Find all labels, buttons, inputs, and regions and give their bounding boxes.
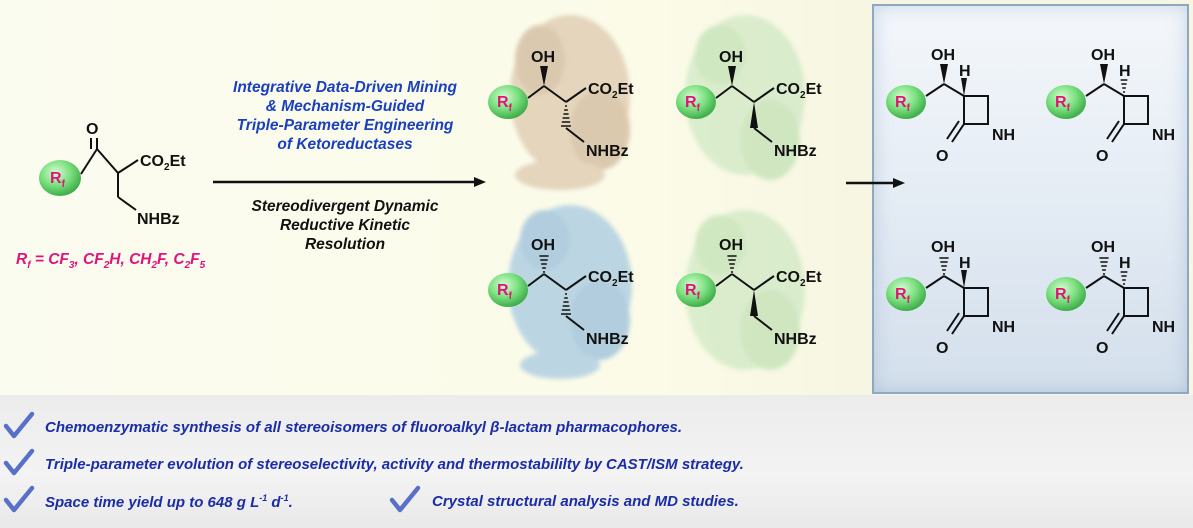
rf-group-bubble (488, 85, 528, 119)
beta-lactam-molecule: Rf OHH NH O (1046, 239, 1175, 357)
rf-group-bubble (39, 160, 81, 196)
feature-item: Chemoenzymatic synthesis of all stereois… (45, 419, 683, 436)
rf-group-bubble (676, 85, 716, 119)
intermediate-amide: NHBz (586, 331, 629, 348)
beta-lactam-molecule: Rf OHH NH O (1046, 47, 1175, 165)
hydroxyl-label: OH (1091, 239, 1115, 256)
lactam-nh: NH (1152, 319, 1175, 336)
hydroxyl-label: OH (931, 239, 955, 256)
reaction-conditions-bottom: Stereodivergent Dynamic Reductive Kineti… (200, 197, 490, 254)
condition-line: Resolution (304, 236, 386, 253)
condition-line: & Mechanism-Guided (265, 98, 425, 115)
intermediate-ester: CO2Et (588, 269, 634, 289)
rf-group-bubble (488, 273, 528, 307)
rf-group-bubble (1046, 277, 1086, 311)
rf-label: Rf (1055, 94, 1071, 114)
intermediate-amide: NHBz (774, 331, 817, 348)
carbonyl-oxygen: O (86, 121, 98, 138)
feature-item: Triple-parameter evolution of stereosele… (45, 456, 744, 473)
enzyme-structure-tan (510, 15, 630, 190)
cyclization-arrow (846, 178, 905, 188)
hydrogen-label: H (959, 255, 971, 272)
rf-group-bubble (1046, 85, 1086, 119)
substrate-amide: NHBz (137, 211, 180, 228)
hydroxyl-label: OH (531, 49, 555, 66)
beta-lactam-molecule: Rf OHH NH O (886, 47, 1015, 165)
rf-group-bubble (886, 277, 926, 311)
lactam-carbonyl-oxygen: O (1096, 148, 1108, 165)
condition-line: Integrative Data-Driven Mining (233, 79, 457, 96)
lactam-carbonyl-oxygen: O (936, 340, 948, 357)
hydroxyl-label: OH (531, 237, 555, 254)
rf-label: Rf (685, 94, 701, 114)
substrate-ester: CO2Et (140, 153, 186, 173)
check-icon (389, 485, 421, 513)
lactam-nh: NH (1152, 127, 1175, 144)
lactam-carbonyl-oxygen: O (936, 148, 948, 165)
beta-lactam-product-panel (872, 4, 1189, 394)
check-icon (3, 485, 35, 513)
rf-label: Rf (895, 94, 911, 114)
lactam-nh: NH (992, 319, 1015, 336)
lactam-carbonyl-oxygen: O (1096, 340, 1108, 357)
reaction-conditions-top: Integrative Data-Driven Mining & Mechani… (180, 78, 510, 154)
hydroxyl-label: OH (931, 47, 955, 64)
condition-line: Stereodivergent Dynamic (251, 198, 439, 215)
beta-lactam-molecule: Rf OHH NH O (886, 239, 1015, 357)
hydroxyl-label: OH (719, 237, 743, 254)
intermediate-ester: CO2Et (588, 81, 634, 101)
rf-label: Rf (1055, 286, 1071, 306)
hydroxy-ester-intermediates: RfOHCO2EtNHBzRfOHCO2EtNHBzRfOHCO2EtNHBzR… (488, 49, 822, 348)
rf-label: Rf (497, 282, 513, 302)
condition-line: Reductive Kinetic (279, 217, 411, 234)
substrate-structure: Rf O CO2Et NHBz (39, 121, 186, 228)
features-panel (0, 395, 1193, 528)
rf-label: Rf (685, 282, 701, 302)
enzyme-structure-blue (508, 205, 632, 379)
intermediate-ester: CO2Et (776, 81, 822, 101)
intermediate-amide: NHBz (586, 143, 629, 160)
intermediate-ester: CO2Et (776, 269, 822, 289)
hydrogen-label: H (1119, 255, 1131, 272)
rf-label: Rf (895, 286, 911, 306)
rf-group-bubble (886, 85, 926, 119)
main-reaction-arrow (213, 177, 486, 187)
check-icon (3, 411, 35, 439)
rf-group-bubble (676, 273, 716, 307)
hydroxyl-label: OH (719, 49, 743, 66)
hydrogen-label: H (959, 63, 971, 80)
feature-item: Crystal structural analysis and MD studi… (432, 493, 739, 510)
rf-label: Rf (497, 94, 513, 114)
intermediate-amide: NHBz (774, 143, 817, 160)
hydrogen-label: H (1119, 63, 1131, 80)
check-icon (3, 448, 35, 476)
rf-definition: Rf = CF3, CF2H, CH2F, C2F5 (16, 251, 206, 272)
hydroxyl-label: OH (1091, 47, 1115, 64)
condition-line: Triple-Parameter Engineering (236, 117, 454, 134)
rf-label: Rf (50, 170, 66, 190)
lactam-nh: NH (992, 127, 1015, 144)
condition-line: of Ketoreductases (277, 136, 413, 153)
feature-item: Space time yield up to 648 g L-1 d-1. (45, 493, 293, 511)
